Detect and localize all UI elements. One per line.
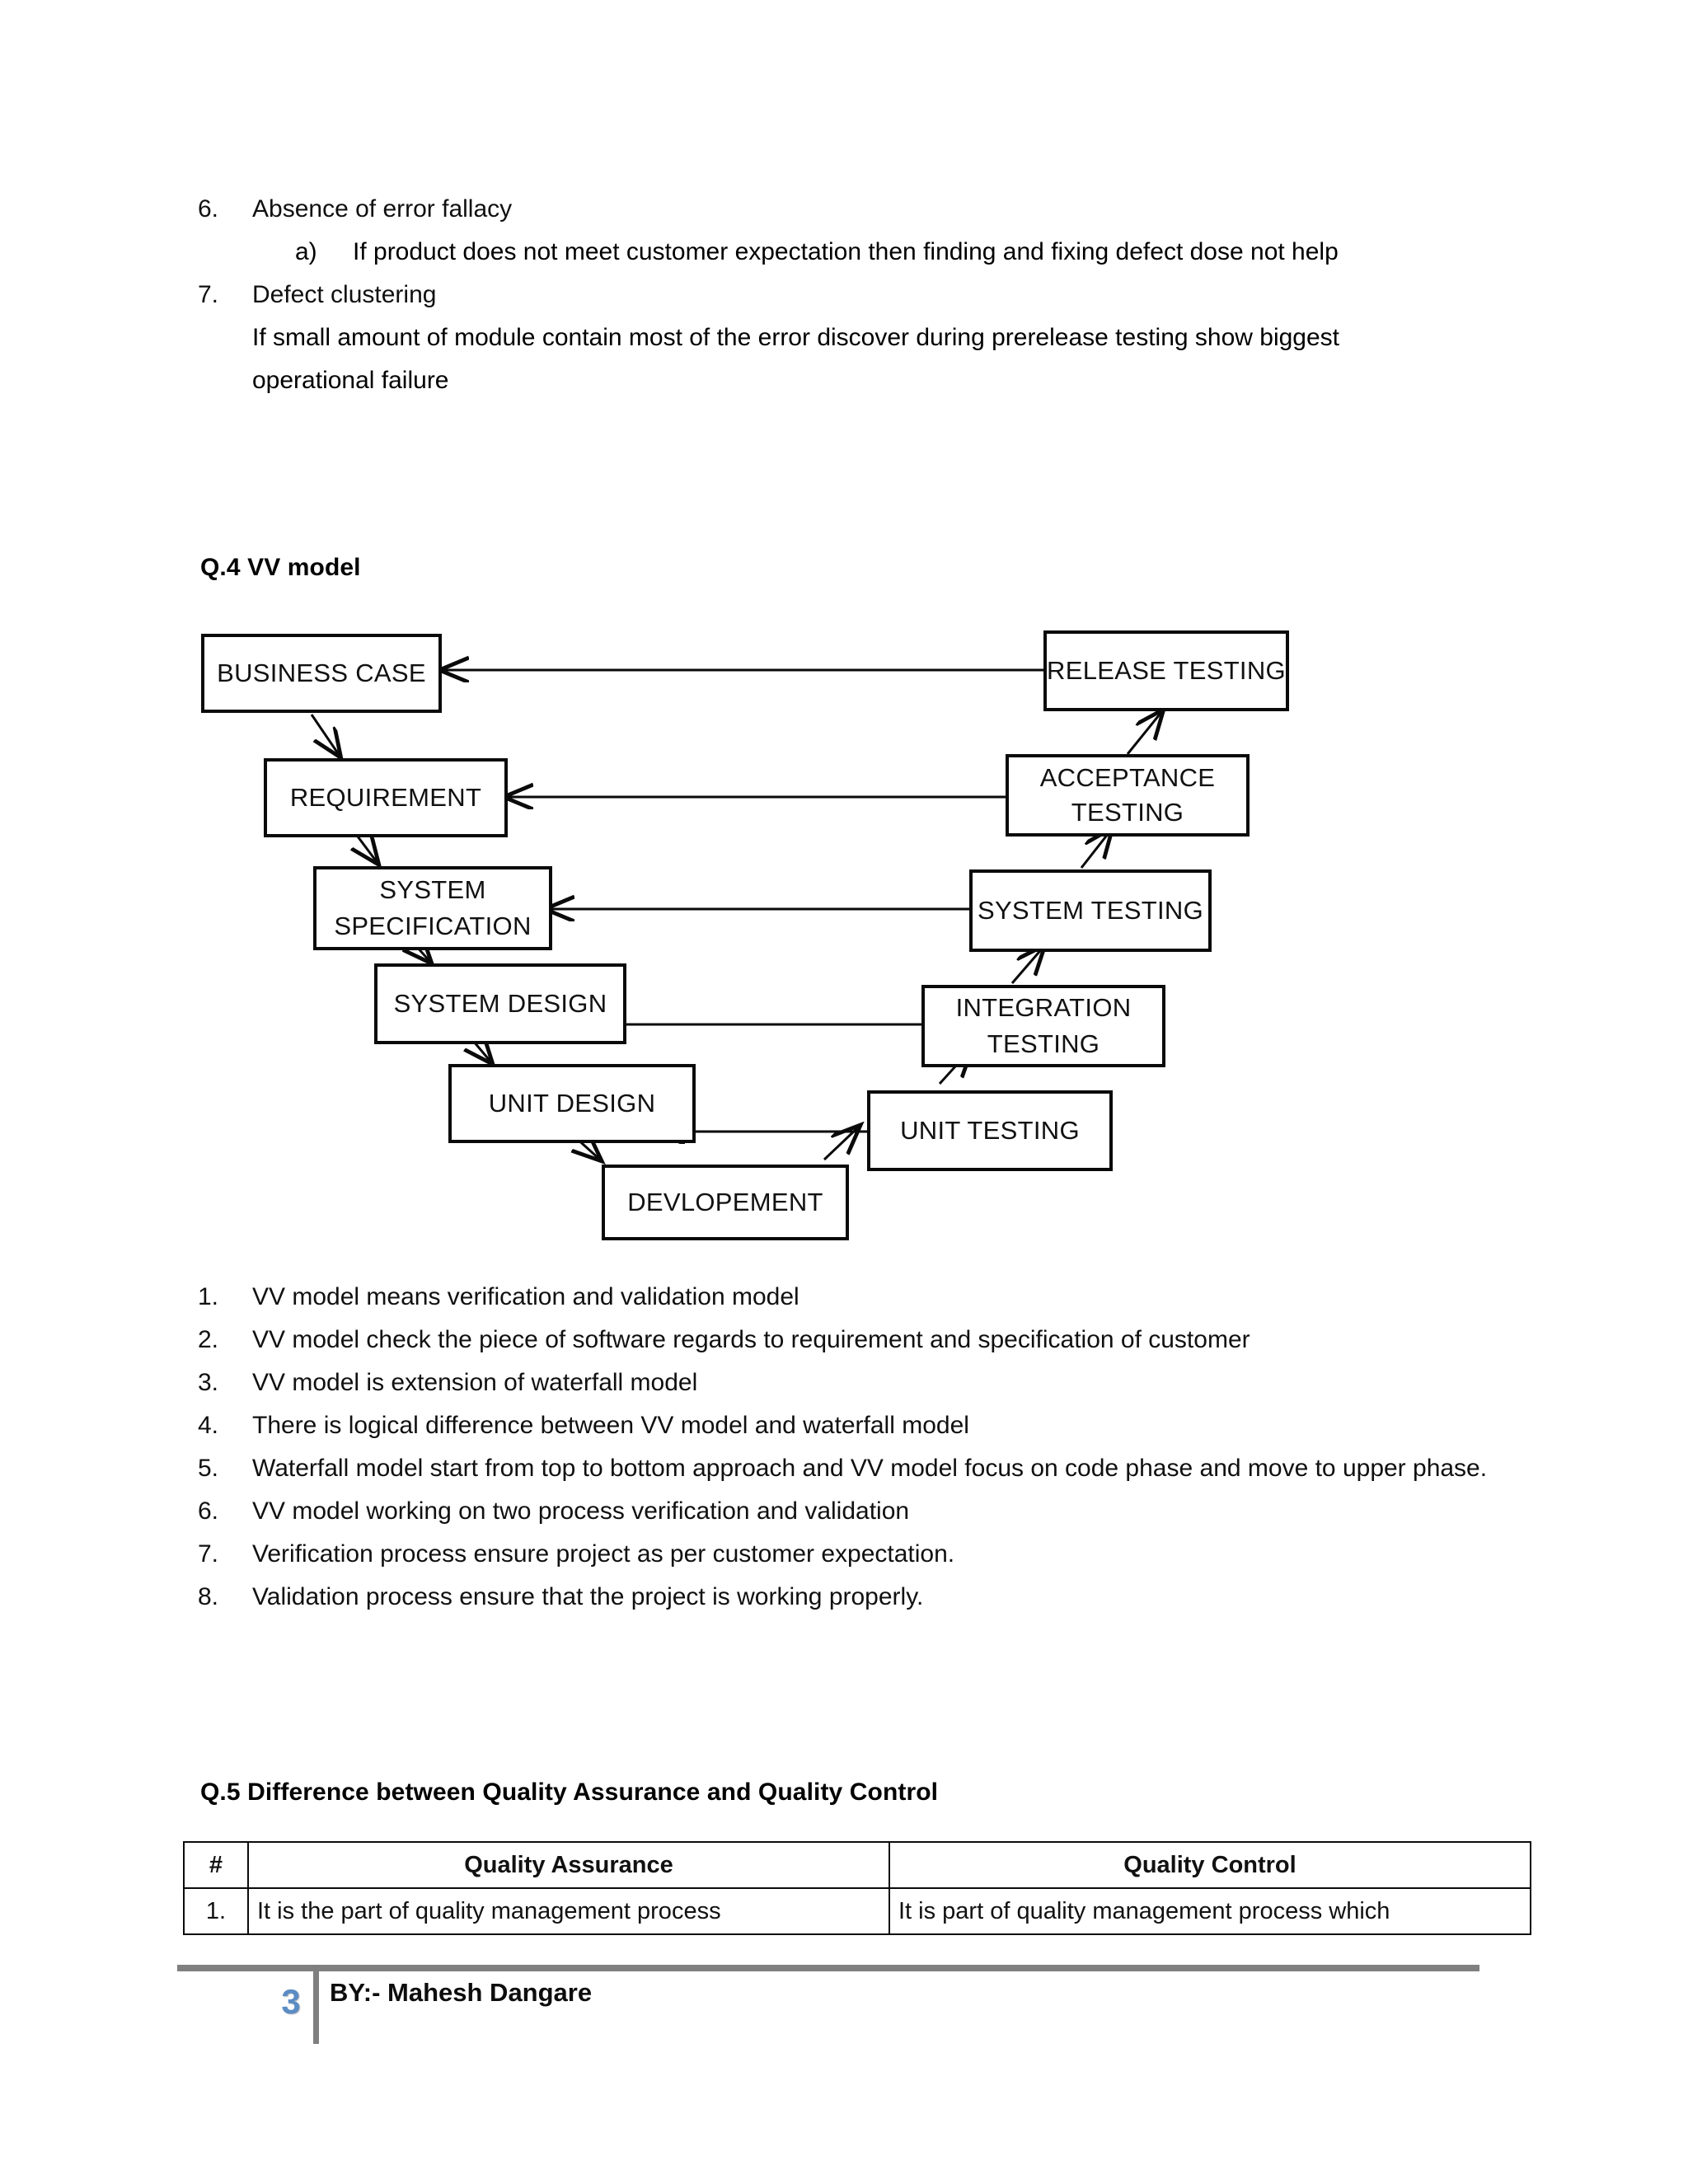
table-cell-quality-control: It is part of quality management process… xyxy=(889,1887,1531,1935)
list-item-text: VV model means verification and validati… xyxy=(252,1283,799,1310)
table-header-quality-control: Quality Control xyxy=(889,1841,1531,1889)
footer-vertical-rule xyxy=(313,1965,319,2044)
diagram-node-release-testing[interactable]: RELEASE TESTING xyxy=(1043,630,1289,711)
quality-comparison-table: # Quality Assurance Quality Control 1. I… xyxy=(183,1841,1531,1935)
list-item-text: Validation process ensure that the proje… xyxy=(252,1583,924,1610)
list-item-text: Defect clustering xyxy=(252,281,437,308)
list-item-number: 6. xyxy=(198,195,219,223)
list-item: 6. Absence of error fallacy xyxy=(198,188,1484,231)
list-item-number: 5. xyxy=(198,1455,219,1482)
page-number: 3 xyxy=(281,1982,301,2021)
list-item-continuation: If small amount of module contain most o… xyxy=(252,324,1340,394)
table-cell-index: 1. xyxy=(183,1887,249,1935)
list-item-number: 8. xyxy=(198,1583,219,1610)
list-item-number: 6. xyxy=(198,1497,219,1525)
diagram-node-system-testing[interactable]: SYSTEM TESTING xyxy=(969,869,1212,952)
footer-author: BY:- Mahesh Dangare xyxy=(330,1978,593,2007)
table-cell-quality-assurance: It is the part of quality management pro… xyxy=(247,1887,890,1935)
list-item: 6. VV model working on two process verif… xyxy=(198,1490,1517,1533)
table-header-hash: # xyxy=(183,1841,249,1889)
diagram-node-acceptance-testing[interactable]: ACCEPTANCE TESTING xyxy=(1006,754,1250,837)
list-item-text: Absence of error fallacy xyxy=(252,195,513,223)
list-item-number: 7. xyxy=(198,281,219,308)
list-item: 3. VV model is extension of waterfall mo… xyxy=(198,1361,1517,1404)
list-item-text: VV model check the piece of software reg… xyxy=(252,1326,1250,1353)
diagram-node-unit-design[interactable]: UNIT DESIGN xyxy=(448,1064,696,1143)
list-item: 7. Verification process ensure project a… xyxy=(198,1533,1517,1576)
list-item: 2. VV model check the piece of software … xyxy=(198,1319,1517,1361)
footer-divider xyxy=(177,1965,1479,1971)
table-header-quality-assurance: Quality Assurance xyxy=(247,1841,890,1889)
list-item: 1. VV model means verification and valid… xyxy=(198,1276,1517,1319)
diagram-node-system-specification[interactable]: SYSTEM SPECIFICATION xyxy=(313,866,552,950)
sub-list-item-text: If product does not meet customer expect… xyxy=(353,238,1339,265)
list-item-number: 2. xyxy=(198,1326,219,1353)
list-item-number: 1. xyxy=(198,1283,219,1310)
sub-list-item-number: a) xyxy=(295,238,317,265)
diagram-node-integration-testing[interactable]: INTEGRATION TESTING xyxy=(921,985,1165,1067)
list-item-text: VV model is extension of waterfall model xyxy=(252,1369,698,1396)
top-numbered-list: 6. Absence of error fallacy a) If produc… xyxy=(198,188,1484,402)
list-item-number: 7. xyxy=(198,1540,219,1568)
list-item-text: There is logical difference between VV m… xyxy=(252,1412,969,1439)
table-row: 1. It is the part of quality management … xyxy=(183,1887,1531,1935)
diagram-node-devlopement[interactable]: DEVLOPEMENT xyxy=(602,1165,849,1240)
sub-list: a) If product does not meet customer exp… xyxy=(295,231,1449,274)
diagram-node-unit-testing[interactable]: UNIT TESTING xyxy=(867,1090,1113,1171)
vv-model-points-list: 1. VV model means verification and valid… xyxy=(198,1276,1517,1619)
list-item-number: 4. xyxy=(198,1412,219,1439)
q5-heading: Q.5 Difference between Quality Assurance… xyxy=(200,1779,939,1806)
list-item-text: Waterfall model start from top to bottom… xyxy=(252,1455,1488,1482)
list-item: 7. Defect clustering xyxy=(198,274,1484,316)
list-item-text: Verification process ensure project as p… xyxy=(252,1540,955,1568)
list-item-text: VV model working on two process verifica… xyxy=(252,1497,910,1525)
table-header-row: # Quality Assurance Quality Control xyxy=(183,1841,1531,1889)
list-item-number: 3. xyxy=(198,1369,219,1396)
list-item: 5. Waterfall model start from top to bot… xyxy=(198,1447,1517,1490)
sub-list-item: a) If product does not meet customer exp… xyxy=(295,231,1449,274)
vv-model-diagram: BUSINESS CASE REQUIREMENT SYSTEM SPECIFI… xyxy=(115,606,1401,1265)
list-item: 8. Validation process ensure that the pr… xyxy=(198,1576,1517,1619)
list-item: 4. There is logical difference between V… xyxy=(198,1404,1517,1447)
q4-heading: Q.4 VV model xyxy=(200,554,361,581)
diagram-node-system-design[interactable]: SYSTEM DESIGN xyxy=(374,963,626,1044)
diagram-node-requirement[interactable]: REQUIREMENT xyxy=(264,758,508,837)
diagram-node-business-case[interactable]: BUSINESS CASE xyxy=(201,634,442,713)
